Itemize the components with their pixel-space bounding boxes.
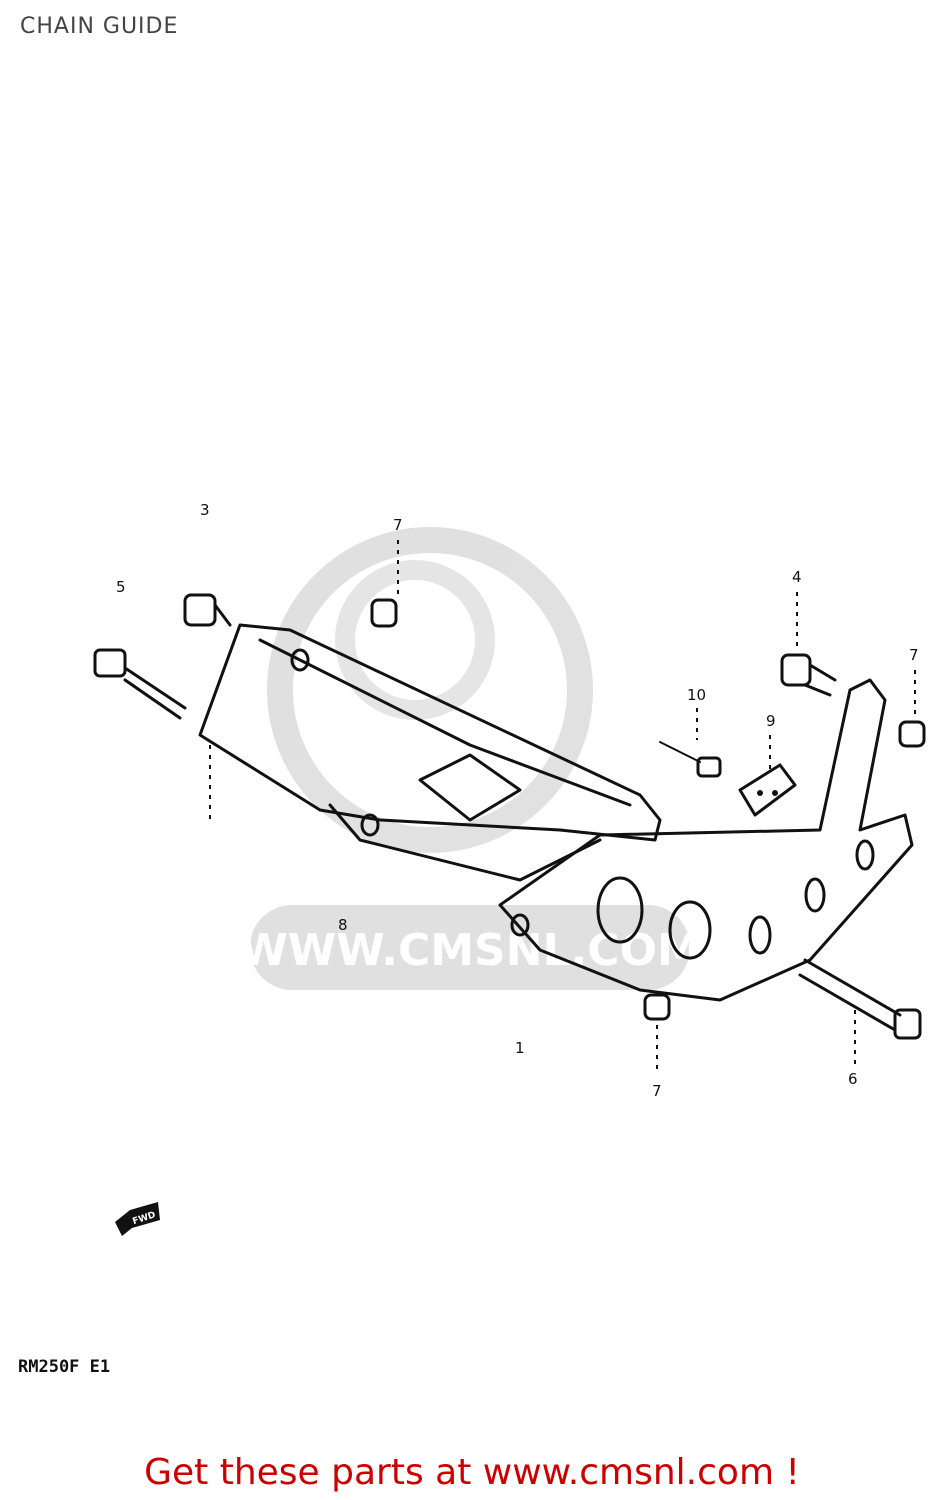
callout-5: 5 <box>116 578 126 596</box>
bolt-6 <box>798 958 922 1040</box>
callout-1: 1 <box>515 1039 525 1057</box>
chain-guide-bracket <box>498 678 914 1002</box>
callout-3: 3 <box>200 501 210 519</box>
model-code: RM250F E1 <box>18 1357 110 1377</box>
nut-7-top <box>370 598 398 628</box>
callout-9: 9 <box>766 712 776 730</box>
watermark-text: WWW.CMSNL.COM <box>239 925 701 976</box>
callout-7-top: 7 <box>393 516 403 534</box>
collar-3 <box>183 593 232 627</box>
callout-6: 6 <box>848 1070 858 1088</box>
callout-7-bottom: 7 <box>652 1082 662 1100</box>
screw-10 <box>659 741 722 778</box>
page-title: CHAIN GUIDE <box>20 14 179 39</box>
watermark-logo: WWW.CMSNL.COM <box>239 527 701 990</box>
callout-10: 10 <box>687 686 706 704</box>
washer-9 <box>738 763 797 817</box>
callout-4: 4 <box>792 568 802 586</box>
nut-7-bottom <box>643 993 671 1021</box>
footer-cta-link[interactable]: Get these parts at www.cmsnl.com ! <box>144 1452 800 1493</box>
bolt-5 <box>93 648 187 720</box>
callout-8: 8 <box>338 916 348 934</box>
bolt-4 <box>780 653 837 697</box>
forward-arrow-icon: FWD <box>115 1202 160 1236</box>
callout-7-right: 7 <box>909 646 919 664</box>
nut-7-right <box>898 720 926 748</box>
